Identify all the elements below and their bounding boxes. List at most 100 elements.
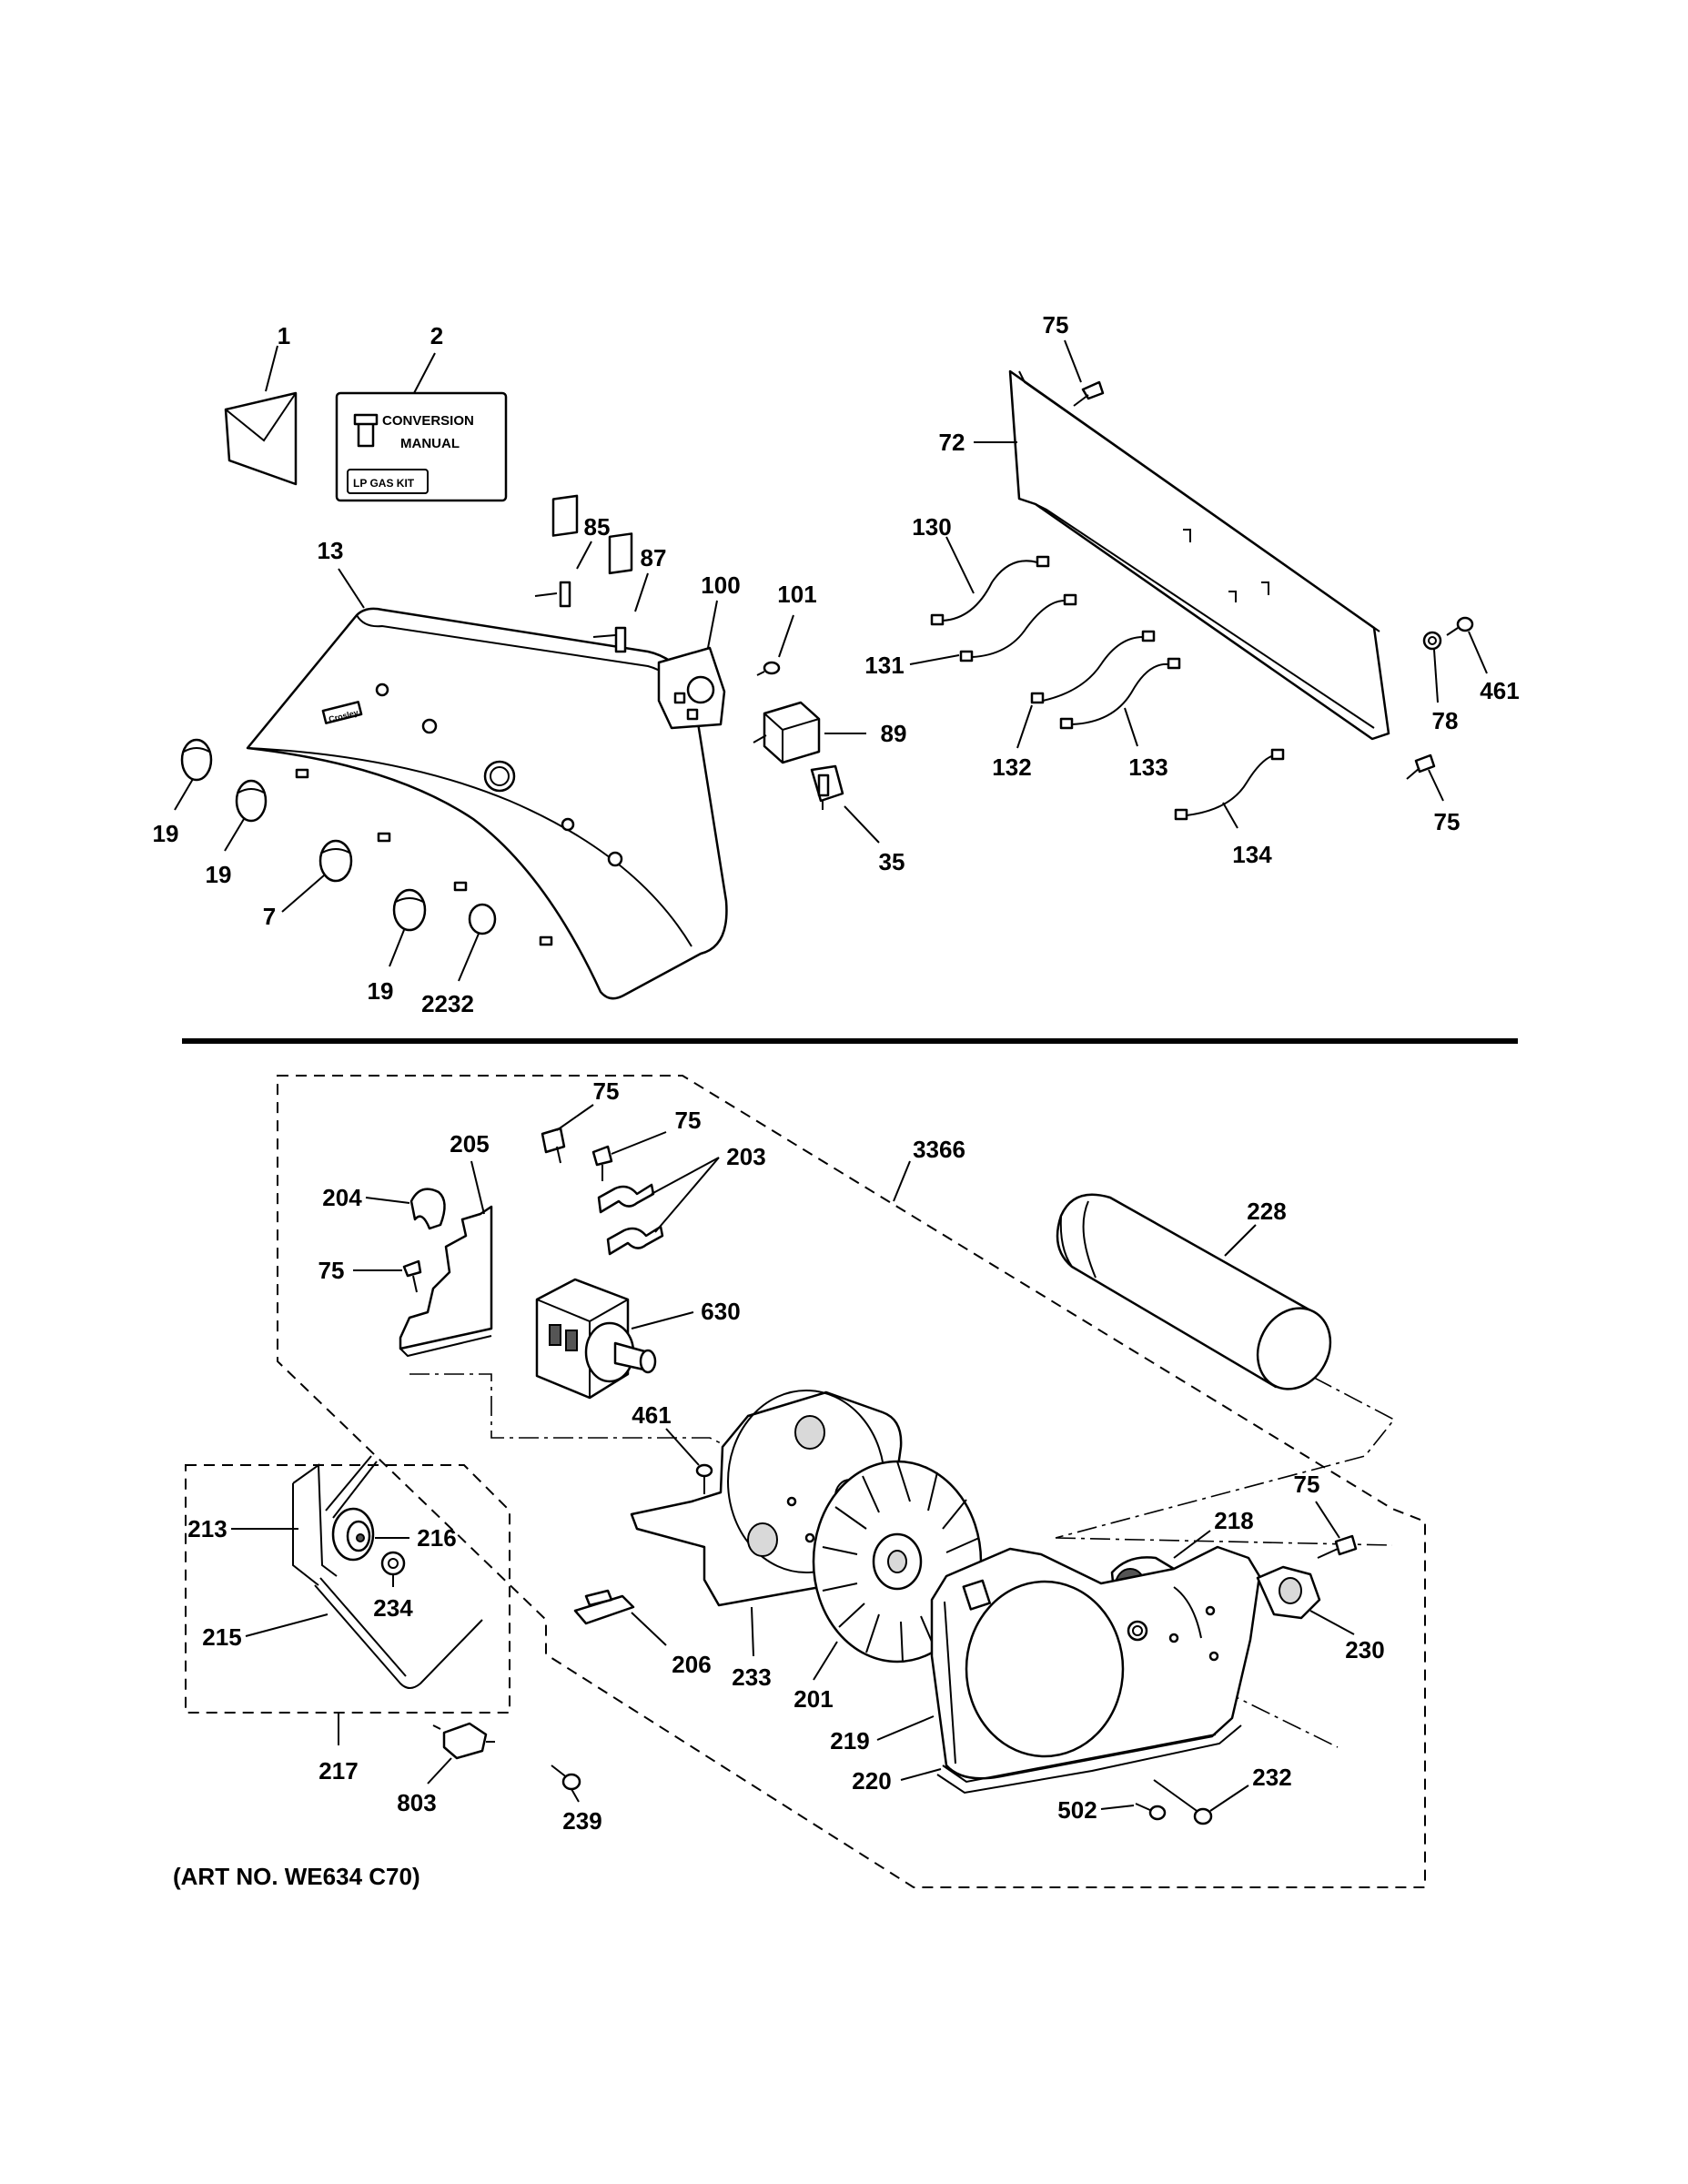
- kit-title-line1: CONVERSION: [382, 413, 474, 429]
- part-206-sensor: [573, 1589, 635, 1625]
- callout-3366: 3366: [913, 1136, 965, 1163]
- callout-78: 78: [1432, 707, 1459, 734]
- part-239-screw: [551, 1764, 581, 1791]
- callout-213: 213: [187, 1515, 227, 1542]
- leader-2: [413, 352, 436, 394]
- part-75-screw-clamp-b: [591, 1145, 613, 1181]
- leader-203a: [651, 1157, 720, 1195]
- part-205-bracket: [399, 1205, 493, 1358]
- callout-19b: 19: [206, 861, 232, 888]
- part-213-idler-frame: [292, 1463, 338, 1586]
- callout-232: 232: [1252, 1764, 1291, 1791]
- part-78-washer: [1422, 631, 1442, 651]
- part-89-selector-switch: [753, 701, 821, 764]
- leader-203b: [654, 1157, 720, 1233]
- nut-icon: [353, 413, 379, 448]
- callout-803: 803: [397, 1789, 436, 1816]
- callout-85: 85: [584, 513, 611, 541]
- part-630-motor: [535, 1278, 657, 1400]
- kit-title-line2: MANUAL: [400, 436, 460, 451]
- leader-3366: [893, 1160, 911, 1202]
- leader-204: [365, 1197, 410, 1204]
- part-2232-button: [468, 903, 497, 935]
- callout-75d: 75: [593, 1077, 620, 1105]
- leader-461b: [665, 1428, 700, 1466]
- callout-100: 100: [701, 571, 740, 599]
- part-2-conversion-manual: CONVERSION MANUAL LP GAS KIT: [335, 391, 508, 502]
- leader-502: [1100, 1805, 1135, 1810]
- callout-133: 133: [1128, 753, 1167, 781]
- leader-130: [945, 536, 975, 594]
- part-228-duct-tube: [1056, 1193, 1332, 1390]
- leader-75a: [1064, 339, 1082, 383]
- leader-35: [844, 805, 880, 844]
- part-461-screw-lower: [695, 1463, 713, 1494]
- leader-100: [707, 600, 718, 649]
- leader-134: [1222, 802, 1238, 829]
- leader-75b: [1428, 769, 1444, 802]
- leader-75e: [611, 1131, 667, 1155]
- callout-630: 630: [701, 1298, 740, 1325]
- part-130-harness: [930, 555, 1050, 626]
- callout-217: 217: [318, 1757, 358, 1785]
- callout-205: 205: [450, 1130, 489, 1158]
- part-87-switch: [592, 532, 633, 653]
- leader-239: [571, 1788, 580, 1803]
- leader-218: [1173, 1530, 1211, 1559]
- part-75-screw-thermostat: [1317, 1534, 1358, 1559]
- leader-232: [1209, 1785, 1249, 1812]
- callout-1: 1: [278, 322, 290, 349]
- part-101-screw: [756, 661, 781, 676]
- callout-132: 132: [992, 753, 1031, 781]
- leader-630: [631, 1311, 694, 1330]
- callout-219: 219: [830, 1727, 869, 1754]
- callout-234: 234: [373, 1594, 413, 1622]
- callout-201: 201: [793, 1685, 833, 1713]
- part-220-gasket: [936, 1724, 1242, 1795]
- centre-line-duct: [1055, 1360, 1396, 1539]
- leader-228: [1224, 1224, 1257, 1257]
- leader-87: [634, 572, 649, 612]
- leader-2232: [458, 933, 480, 982]
- callout-502: 502: [1057, 1796, 1097, 1824]
- leader-132: [1016, 704, 1033, 749]
- leader-461a: [1468, 631, 1488, 674]
- leader-201: [813, 1641, 838, 1681]
- callout-7: 7: [263, 903, 276, 930]
- leader-219: [876, 1715, 935, 1741]
- part-803-switch: [432, 1722, 495, 1760]
- callout-75f: 75: [1294, 1471, 1320, 1498]
- callout-19c: 19: [368, 977, 394, 1005]
- leader-19c: [389, 929, 405, 967]
- leader-7: [281, 875, 325, 913]
- part-230-thermostat: [1256, 1565, 1321, 1620]
- part-133-harness: [1059, 657, 1181, 730]
- part-131-harness: [959, 593, 1077, 662]
- leader-220: [900, 1768, 942, 1781]
- callout-215: 215: [202, 1623, 241, 1651]
- part-219-blower-cover: [930, 1545, 1261, 1780]
- leader-75d: [556, 1104, 594, 1131]
- callout-130: 130: [912, 513, 951, 541]
- part-204-clip: [409, 1188, 446, 1230]
- callout-461b: 461: [632, 1401, 671, 1429]
- leader-75f: [1315, 1501, 1340, 1539]
- part-461-screw-upper: [1446, 616, 1474, 636]
- callout-134: 134: [1232, 841, 1272, 868]
- leader-230: [1309, 1610, 1355, 1635]
- callout-216: 216: [417, 1524, 456, 1552]
- callout-203: 203: [726, 1143, 765, 1170]
- part-19-knob-c: [392, 888, 427, 932]
- part-85-switch: [534, 494, 579, 608]
- part-134-harness: [1174, 748, 1285, 821]
- callout-233: 233: [732, 1663, 771, 1691]
- leader-1: [265, 345, 278, 392]
- callout-19a: 19: [153, 820, 179, 847]
- kit-217-boundary: [185, 1464, 510, 1714]
- part-132-harness: [1030, 630, 1156, 704]
- part-203-clamp-upper: [597, 1183, 655, 1214]
- part-75-screw-right: [1406, 753, 1436, 780]
- part-234-washer: [380, 1551, 406, 1576]
- part-216-idler-pulley: [325, 1455, 378, 1562]
